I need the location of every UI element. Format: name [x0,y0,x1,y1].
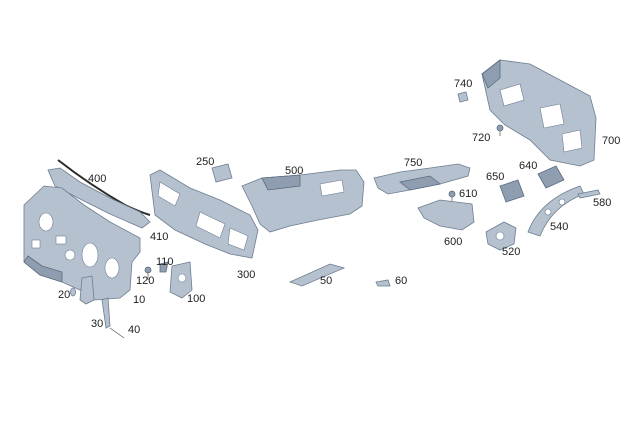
part-740-clip[interactable] [457,91,469,103]
part-600-panel[interactable] [417,199,475,231]
part-650-block[interactable] [499,179,525,203]
callout-30[interactable]: 30 [91,318,104,330]
part-520-housing[interactable] [485,221,517,251]
part-640-block[interactable] [537,165,565,189]
callout-700[interactable]: 700 [602,135,621,147]
callout-580[interactable]: 580 [593,197,612,209]
callout-750[interactable]: 750 [404,157,423,169]
callout-720[interactable]: 720 [472,132,491,144]
part-300-insulation-panel[interactable] [149,169,259,259]
part-10-firewall[interactable] [23,185,141,301]
part-60-pad[interactable] [375,279,391,287]
part-50-strip[interactable] [288,263,346,287]
part-700-rear-panel[interactable] [481,59,597,167]
callout-600[interactable]: 600 [444,236,463,248]
callout-410[interactable]: 410 [150,231,169,243]
callout-540[interactable]: 540 [550,221,569,233]
callout-640[interactable]: 640 [519,160,538,172]
callout-740[interactable]: 740 [454,78,473,90]
callout-60[interactable]: 60 [395,275,408,287]
callout-50[interactable]: 50 [320,275,333,287]
callout-120[interactable]: 120 [136,275,155,287]
part-500-tunnel-insulation[interactable] [241,169,365,233]
callout-20[interactable]: 20 [58,289,71,301]
part-120-fastener[interactable] [159,261,169,273]
callout-500[interactable]: 500 [285,165,304,177]
part-580-strip[interactable] [577,189,601,199]
part-610-clip[interactable] [448,190,456,202]
callout-400[interactable]: 400 [88,173,107,185]
part-250-pad[interactable] [211,163,233,183]
callout-610[interactable]: 610 [459,188,478,200]
callout-10[interactable]: 10 [133,294,146,306]
callout-520[interactable]: 520 [502,246,521,258]
part-100-bracket[interactable] [169,261,193,299]
part-30-bracket[interactable] [79,275,95,305]
callout-250[interactable]: 250 [196,156,215,168]
callout-40[interactable]: 40 [128,324,141,336]
part-40-rod[interactable] [101,297,111,329]
part-750-trim[interactable] [373,163,471,195]
callout-110[interactable]: 110 [156,256,174,268]
part-720-fastener[interactable] [496,124,504,136]
callout-650[interactable]: 650 [486,171,505,183]
callout-100[interactable]: 100 [187,293,206,305]
part-20-clip[interactable] [70,287,76,297]
callout-300[interactable]: 300 [237,269,256,281]
part-110-bolt[interactable] [144,266,152,280]
